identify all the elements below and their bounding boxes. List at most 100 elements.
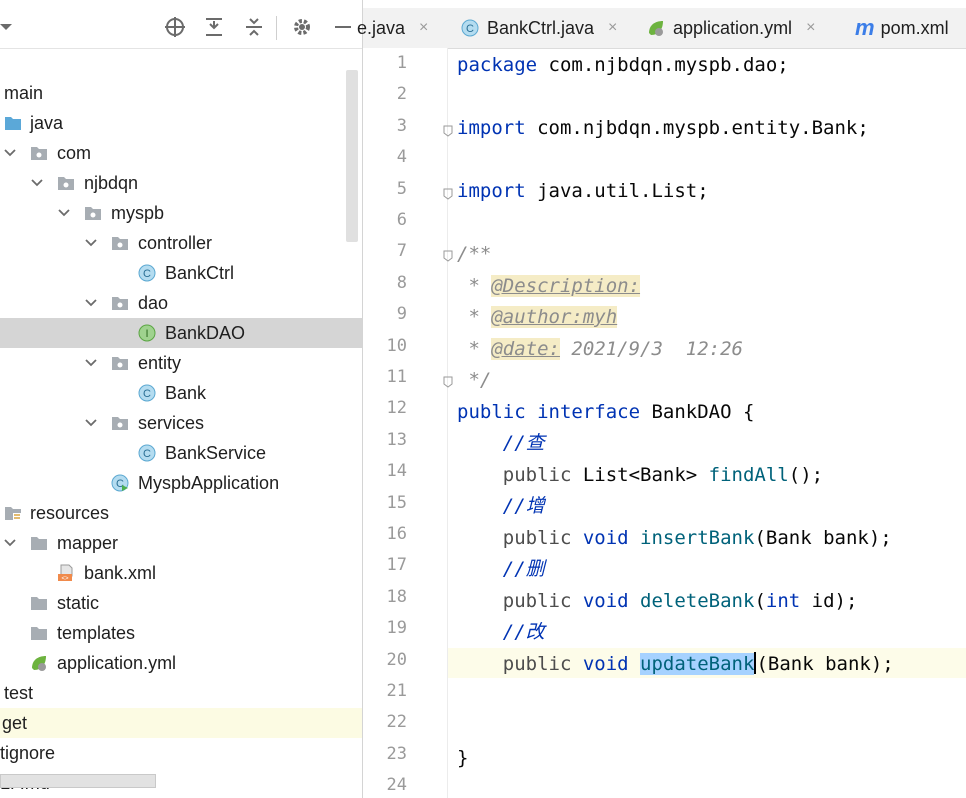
project-toolbar [0,8,362,49]
line-number: 18 [386,586,407,607]
tree-item[interactable]: services [0,408,362,438]
tree-item[interactable]: com [0,138,362,168]
tab-label: e.java [357,17,406,38]
tab-bankctrl-java[interactable]: C BankCtrl.java × [461,8,617,48]
close-icon[interactable]: × [608,19,618,36]
code-line-23: } [457,747,469,769]
close-icon[interactable]: × [806,19,816,36]
vertical-scrollbar[interactable] [346,70,358,242]
line-number: 8 [396,272,407,293]
line-number: 14 [386,461,407,482]
tree-item[interactable]: java [0,108,362,138]
tree-item[interactable]: static [0,588,362,618]
chevron-down-icon[interactable] [30,176,44,190]
line-number: 4 [396,147,407,168]
folder-icon [30,624,48,642]
tree-item-label: MyspbApplication [138,473,280,493]
package-icon [111,414,129,432]
tree-item[interactable]: templates [0,618,362,648]
maven-icon: m [855,15,875,40]
tree-item-label: java [30,113,64,133]
code-line-16: public void insertBank(Bank bank); [457,527,892,549]
package-icon [111,354,129,372]
locate-icon[interactable] [162,14,188,40]
code-area[interactable]: package com.njbdqn.myspb.dao; import com… [457,48,966,798]
tree-item[interactable]: <> bank.xml [0,558,362,588]
expand-all-icon[interactable] [201,14,227,40]
tree-item-label: application.yml [57,653,177,673]
tree-item[interactable]: main [0,78,362,108]
tab-pom-xml[interactable]: m pom.xml [855,8,949,48]
line-number: 20 [386,649,407,670]
tree-item[interactable]: myspb [0,198,362,228]
tree-item[interactable]: resources [0,498,362,528]
svg-text:C: C [143,388,151,400]
tree-item[interactable]: dao [0,288,362,318]
tree-item-label: BankCtrl [165,263,235,283]
line-number: 16 [386,524,407,544]
gear-icon[interactable] [289,14,315,40]
svg-text:I: I [145,328,148,340]
chevron-down-icon[interactable] [84,416,98,430]
chevron-down-icon[interactable] [84,356,98,370]
folder-blue-icon [4,114,22,132]
tree-item-label: entity [138,353,182,373]
tree-item-label: static [57,593,100,613]
line-number: 6 [396,210,407,230]
tree-item-label: com [57,143,92,163]
chevron-down-icon[interactable] [57,206,71,220]
minimize-icon[interactable] [330,14,356,40]
tree-item[interactable]: njbdqn [0,168,362,198]
tab-application-yml[interactable]: application.yml × [647,8,815,48]
collapse-left-icon[interactable] [0,24,12,30]
line-number: 2 [396,84,407,105]
chevron-down-icon[interactable] [84,236,98,250]
tab-e-java[interactable]: e.java × [357,8,428,48]
tree-item-label: bank.xml [84,563,157,583]
spring-class-icon: C [111,474,129,492]
tree-item[interactable]: entity [0,348,362,378]
package-icon [111,234,129,252]
fold-marker-icon[interactable] [443,249,453,263]
tree-item[interactable]: tignore [0,738,362,768]
tree-item[interactable]: test [0,678,362,708]
line-number: 13 [386,429,407,450]
tree-item[interactable]: get [0,708,362,738]
tab-label: application.yml [673,17,793,38]
tree-item[interactable]: C MyspbApplication [0,468,362,498]
tree-item[interactable]: controller [0,228,362,258]
tree-item-label: main [4,83,44,103]
tree-item-label: mapper [57,533,119,553]
fold-marker-icon[interactable] [443,124,453,137]
code-line-7: /** [457,243,492,265]
line-number: 21 [386,681,407,701]
chevron-down-icon[interactable] [84,296,98,310]
package-icon [84,204,102,222]
collapse-all-icon[interactable] [241,14,267,40]
close-icon[interactable]: × [419,19,429,36]
chevron-down-icon[interactable] [3,146,17,160]
editor-tab-bar: e.java × C BankCtrl.java × application.y… [357,8,966,49]
svg-text:<>: <> [61,576,69,582]
line-number: 5 [396,178,407,199]
code-line-15: //增 [457,495,545,517]
svg-text:C: C [143,448,151,460]
line-number: 12 [386,398,407,419]
chevron-down-icon[interactable] [3,536,17,550]
tree-item[interactable]: mapper [0,528,362,558]
horizontal-scrollbar[interactable] [0,774,156,788]
fold-marker-icon[interactable] [443,187,453,200]
folder-icon [30,534,48,552]
spring-yml-icon [649,21,663,36]
line-number: 10 [386,335,407,356]
package-icon [30,144,48,162]
folder-icon [30,594,48,612]
tree-item[interactable]: application.yml [0,648,362,678]
line-number: 1 [396,53,407,73]
code-line-11: */ [457,369,492,391]
fold-marker-icon[interactable] [443,375,453,388]
